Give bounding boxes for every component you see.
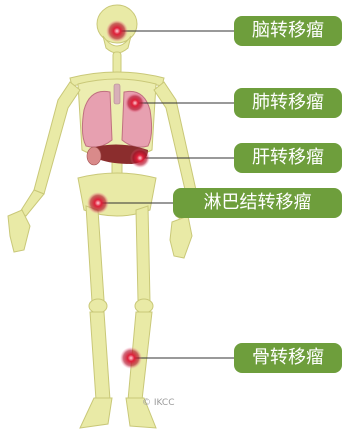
skeleton-body <box>8 5 200 428</box>
kidney <box>87 147 101 165</box>
neck-spine <box>113 52 121 74</box>
copyright-credit: © IKCC <box>142 398 175 408</box>
left-upper-arm <box>34 82 80 194</box>
trachea <box>114 84 120 104</box>
label-lung-metastasis: 肺转移瘤 <box>234 88 342 118</box>
right-hand <box>170 216 192 258</box>
label-liver-metastasis: 肝转移瘤 <box>234 143 342 173</box>
tumor-bone <box>120 347 142 369</box>
tumor-liver <box>130 148 150 168</box>
left-shin <box>90 312 110 400</box>
tumor-lung <box>125 93 145 113</box>
right-femur <box>136 206 150 302</box>
tumor-lymph <box>87 192 109 214</box>
tumor-brain <box>106 20 128 42</box>
label-brain-metastasis: 脑转移瘤 <box>234 16 342 46</box>
left-foot <box>80 398 112 428</box>
left-knee <box>89 299 107 313</box>
label-bone-metastasis: 骨转移瘤 <box>234 343 342 373</box>
label-lymph-metastasis: 淋巴结转移瘤 <box>173 188 342 218</box>
right-upper-arm <box>154 82 196 194</box>
right-knee <box>135 299 153 313</box>
left-femur <box>86 206 104 302</box>
left-hand <box>8 210 30 252</box>
